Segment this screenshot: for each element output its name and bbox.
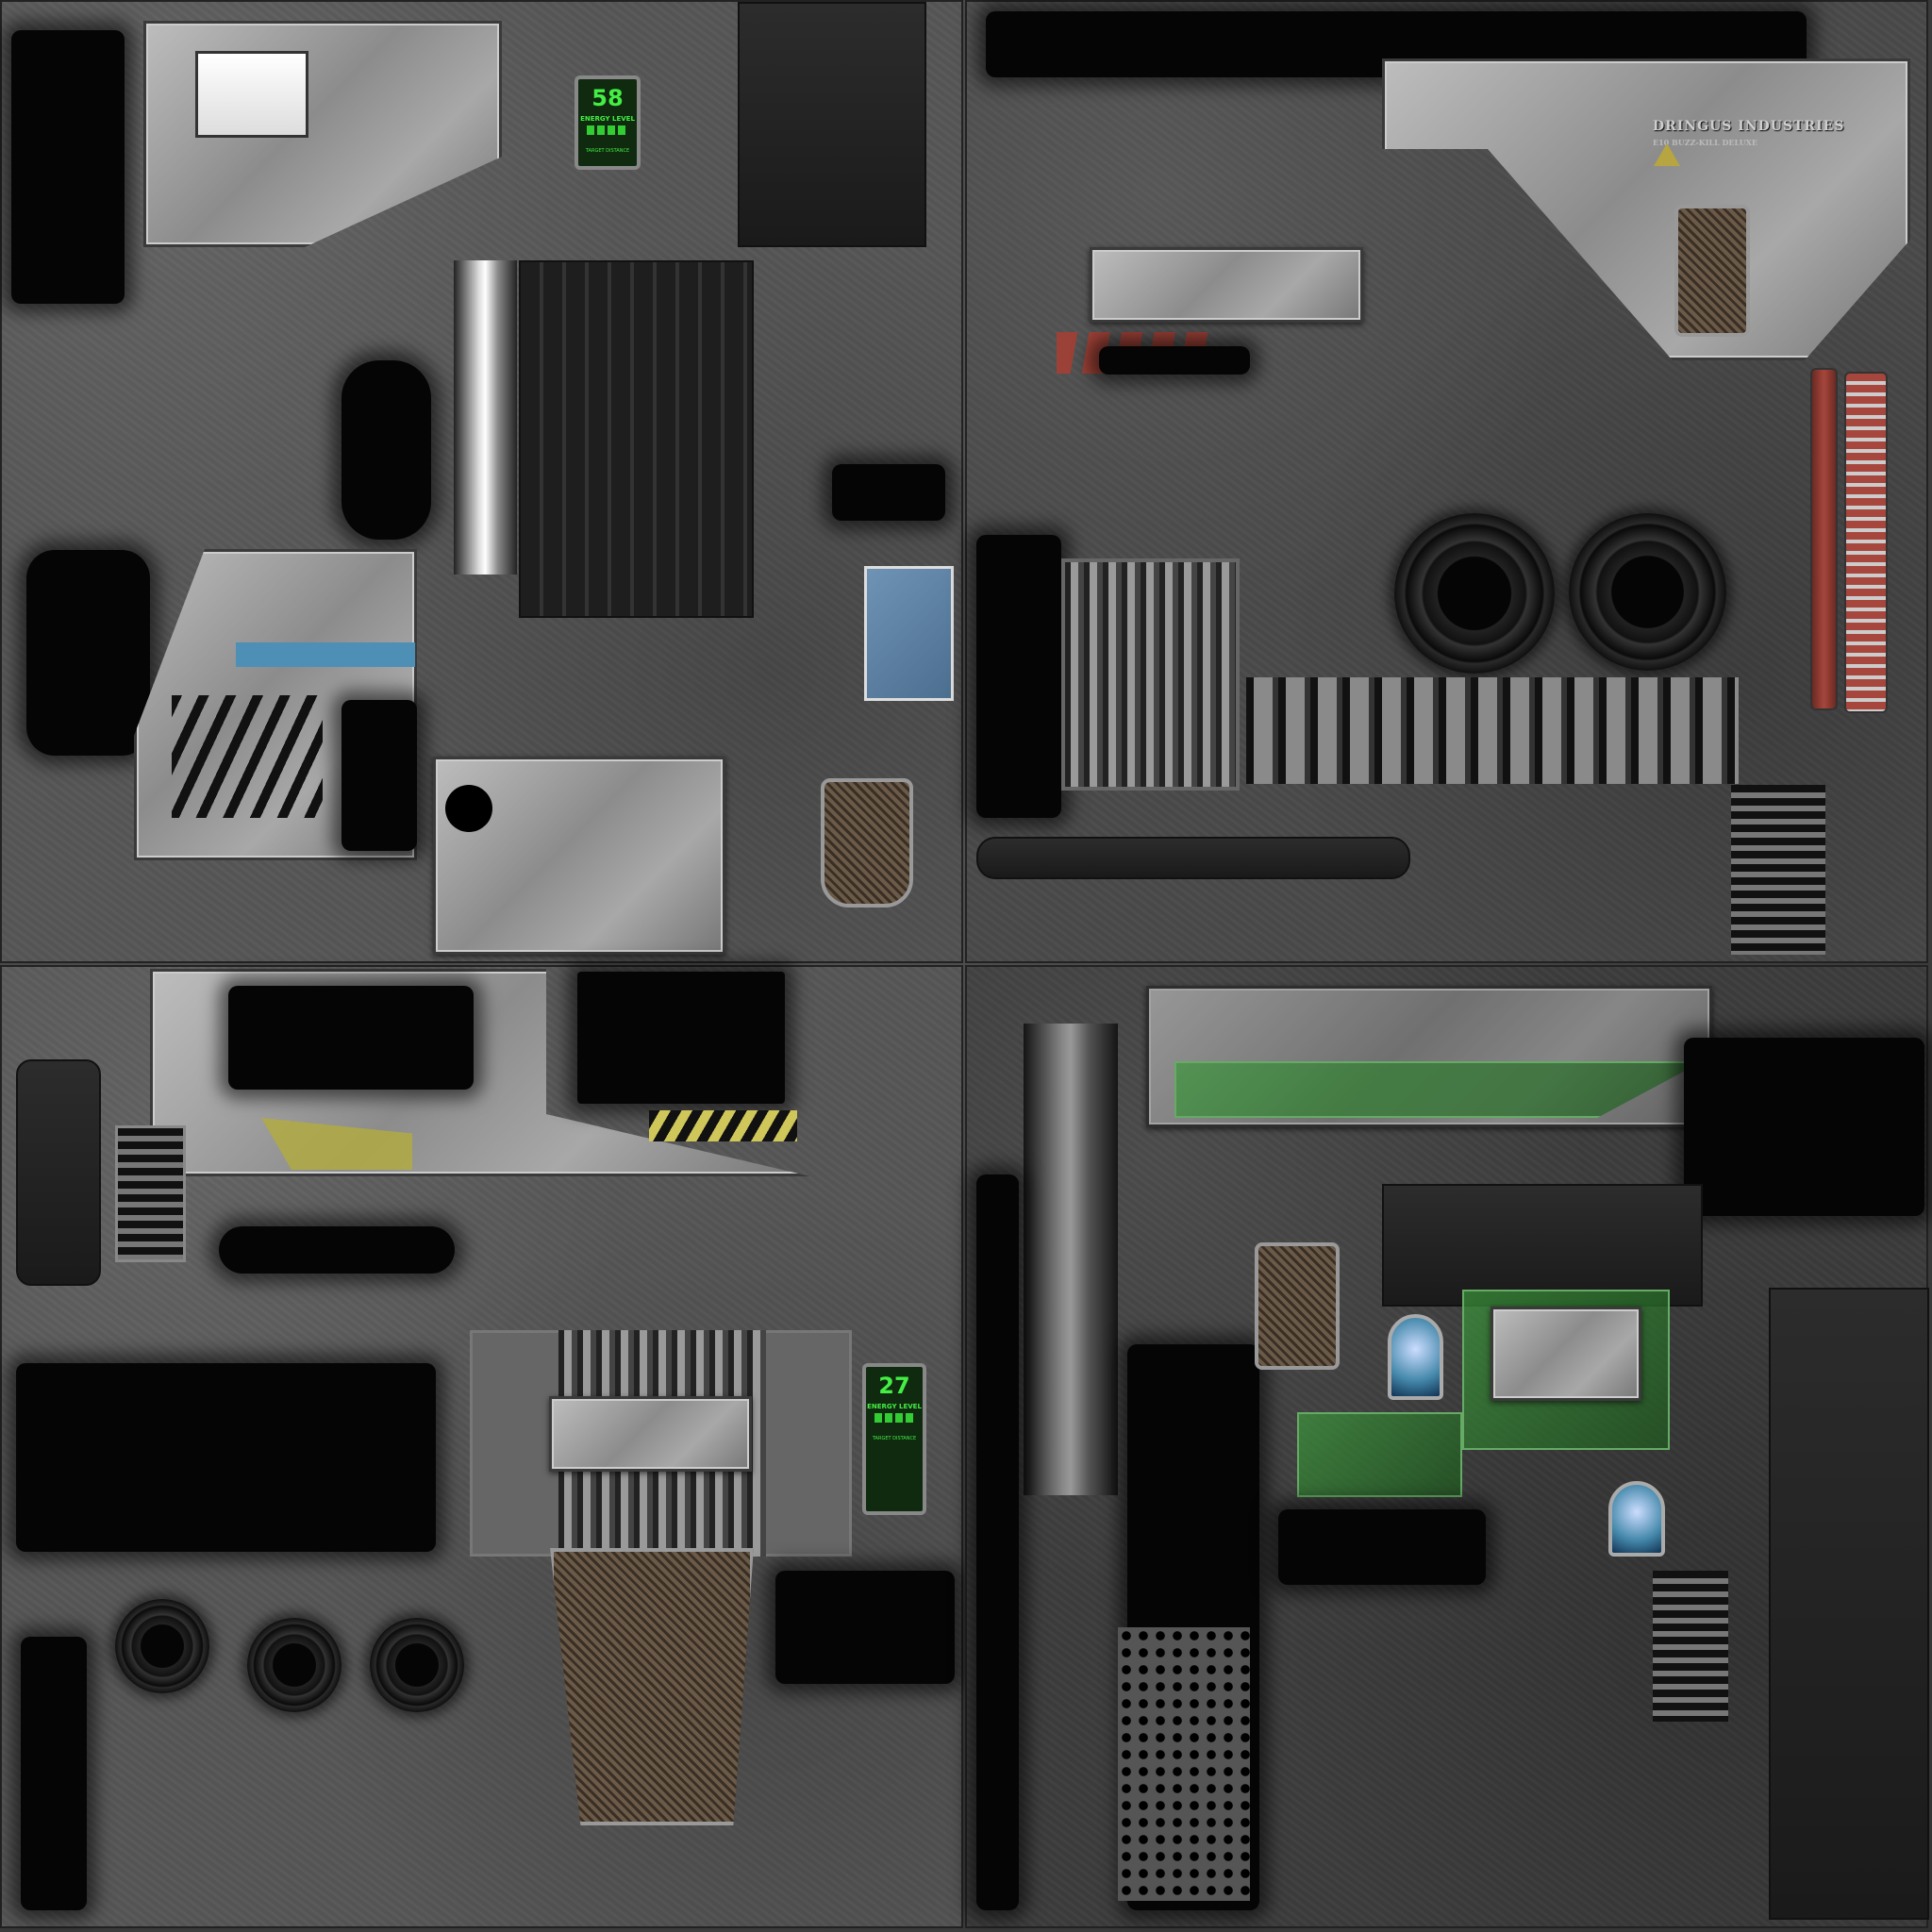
barrel-cylinder (454, 260, 517, 575)
dark-rail (976, 837, 1410, 879)
blue-stripe (236, 642, 415, 667)
shadow-block (21, 1637, 87, 1910)
energy-bars (587, 125, 628, 135)
hole (445, 785, 492, 832)
gun-frame-panel (1382, 58, 1910, 360)
grip (821, 778, 913, 908)
hud-sub-label: TARGET DISTANCE (585, 148, 630, 154)
hud-value: 58 (591, 85, 624, 111)
shadow-block (11, 30, 125, 304)
quadrant-top-right: DRINGUS INDUSTRIES E10 BUZZ-KILL DELUXE (965, 0, 1928, 963)
hud-label: ENERGY LEVEL (580, 115, 635, 123)
shadow-block (341, 700, 417, 851)
vent-panel (519, 260, 754, 618)
label-plate (549, 1396, 752, 1472)
quadrant-bottom-right (965, 965, 1929, 1928)
cylinder-ring-right (1569, 513, 1726, 671)
energy-hud-27: 27 ENERGY LEVEL TARGET DISTANCE (862, 1363, 926, 1515)
vent-grille (1061, 558, 1240, 791)
brand-name: DRINGUS INDUSTRIES (1653, 119, 1845, 134)
red-ladder-strip (1844, 372, 1888, 713)
shadow-circle (115, 1599, 209, 1693)
dark-plate (1382, 1184, 1703, 1307)
hud-sub-label: TARGET DISTANCE (872, 1436, 917, 1441)
energy-bars (874, 1413, 914, 1423)
warning-triangle-icon (1654, 143, 1680, 166)
grip-mesh (550, 1548, 754, 1825)
model-name: E10 BUZZ-KILL DELUXE (1653, 138, 1757, 147)
hazard-stripes (649, 1110, 797, 1141)
hud-label: ENERGY LEVEL (867, 1403, 922, 1410)
speaker-column (16, 1059, 101, 1286)
metal-plate (1491, 1307, 1641, 1401)
vent-small (115, 1125, 186, 1262)
shadow-bar (1278, 1509, 1486, 1585)
screen-shadow (577, 972, 785, 1104)
slash-stripes (172, 695, 323, 818)
green-band (1174, 1061, 1703, 1118)
energy-hud-58: 58 ENERGY LEVEL TARGET DISTANCE (575, 75, 641, 170)
white-window (195, 51, 308, 138)
shadow-oval (341, 360, 431, 540)
dark-panel (738, 2, 926, 247)
shadow-circle (247, 1618, 341, 1712)
shadow-block (16, 1363, 436, 1552)
shadow-bar (219, 1226, 455, 1274)
dark-column (1769, 1288, 1929, 1920)
red-strip (1810, 368, 1838, 710)
window-shadow (228, 986, 474, 1090)
quadrant-bottom-left: 27 ENERGY LEVEL TARGET DISTANCE (0, 965, 963, 1928)
shadow-block (775, 1571, 955, 1684)
shadow-circle (370, 1618, 464, 1712)
shadow-block (976, 535, 1061, 818)
shadow-column (976, 1174, 1019, 1910)
perforated-panel (1118, 1627, 1250, 1901)
coil (1653, 1571, 1728, 1722)
ribbed-strip (1246, 677, 1739, 784)
blue-light (1388, 1314, 1443, 1400)
shadow-block (832, 464, 945, 521)
cylinder-ring-left (1394, 513, 1555, 674)
green-panel-lower (1297, 1412, 1462, 1497)
coil (1731, 785, 1825, 955)
grip (1674, 205, 1750, 337)
quadrant-top-left: 58 ENERGY LEVEL TARGET DISTANCE (0, 0, 963, 963)
shadow-bar (1099, 346, 1250, 375)
shadow-block (1684, 1038, 1924, 1216)
pillar-cylinder (1024, 1024, 1118, 1495)
blue-light-small (1608, 1481, 1665, 1557)
blue-panel (864, 566, 954, 701)
hud-value: 27 (878, 1373, 910, 1399)
rail-panel (1090, 247, 1363, 323)
shadow-octagon (26, 550, 150, 756)
grip (1255, 1242, 1340, 1370)
